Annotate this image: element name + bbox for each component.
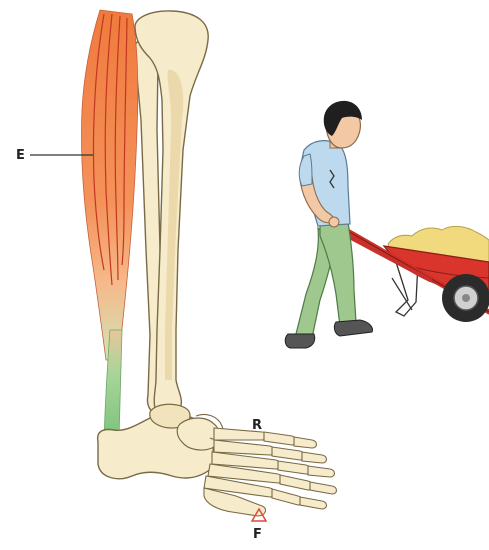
calf-muscle	[81, 10, 137, 360]
man-figure	[285, 101, 372, 348]
man-back-shoe	[285, 334, 315, 348]
resistance-label: R	[252, 419, 262, 432]
effort-label: E	[16, 149, 25, 162]
toe-bones	[264, 432, 337, 509]
man-front-shoe	[334, 320, 372, 336]
leg-illustration	[81, 10, 336, 516]
wheelbarrow-scene	[285, 101, 489, 348]
fulcrum-label: F	[253, 528, 262, 541]
man-hand	[329, 217, 339, 227]
